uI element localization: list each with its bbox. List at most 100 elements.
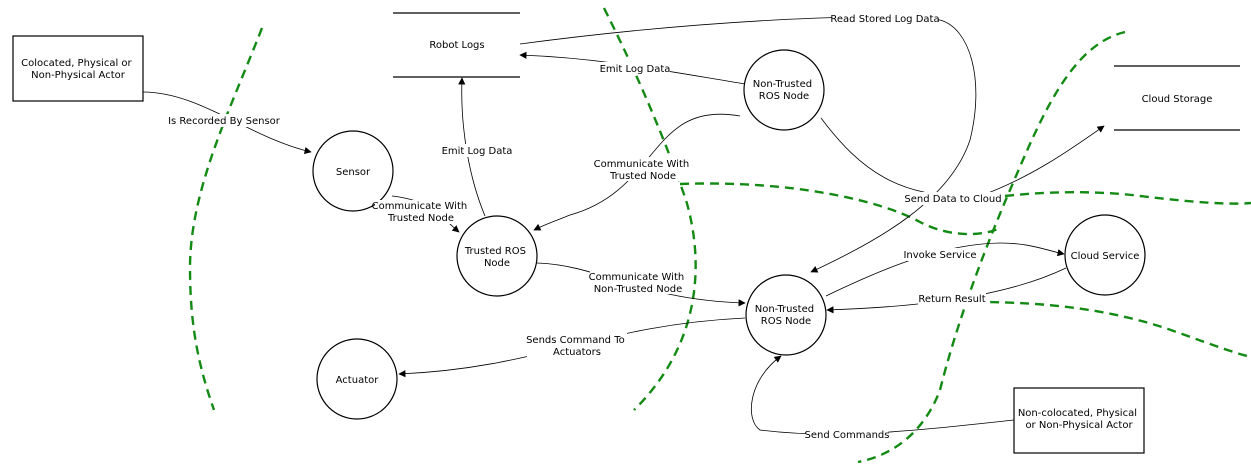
data-store-cloud-storage[interactable]: Cloud Storage [1114, 65, 1240, 131]
flow-read-stored-log-edge [519, 16, 977, 273]
process-circle [316, 338, 398, 420]
sensor-label: Sensor [336, 167, 371, 178]
label-background [918, 292, 986, 305]
flow-label-line: Invoke Service [903, 250, 976, 261]
nontrusted-top-line-2: ROS Node [759, 91, 809, 102]
trust-boundaries [188, 7, 1251, 464]
flow-label-trusted-to-nontrusted: Communicate With Non-Trusted Node [589, 270, 688, 295]
label-background [170, 114, 278, 127]
svg-text:Emit Log Data: Emit Log Data [442, 146, 513, 157]
process-circle [1064, 214, 1146, 296]
cloud-service-label: Cloud Service [1071, 251, 1140, 262]
flow-label-line: Communicate With [594, 159, 690, 170]
data-store-robot-logs[interactable]: Robot Logs [393, 12, 520, 78]
flow-label-send-commands: Send Commands [805, 428, 890, 441]
flow-label-line: Actuators [553, 347, 601, 358]
trusted-ros-node-line-2: Node [484, 258, 510, 269]
svg-text:Emit Log Data: Emit Log Data [600, 64, 671, 75]
label-background [596, 157, 690, 181]
flow-label-line: Communicate With [372, 201, 468, 212]
actor-colocated[interactable]: Colocated, Physical or Non-Physical Acto… [12, 35, 144, 102]
actor-noncolocated[interactable]: Non-colocated, Physical or Non-Physical … [1013, 387, 1145, 454]
actor-colocated-label: Colocated, Physical or Non-Physical Acto… [21, 58, 135, 81]
process-actuator[interactable]: Actuator [316, 338, 398, 420]
nontrusted-top-label: Non-Trusted ROS Node [753, 79, 816, 102]
flow-label-line: Send Data to Cloud [904, 194, 1001, 205]
label-background [806, 428, 888, 441]
svg-text:Communicate With Non-T: Communicate With Non-Trusted Node [589, 272, 688, 295]
flow-label-line: Emit Log Data [600, 64, 671, 75]
flow-label-line: Read Stored Log Data [830, 14, 939, 25]
process-sensor[interactable]: Sensor [312, 130, 394, 212]
process-trusted-ros-node[interactable]: Trusted ROS Node [456, 215, 538, 297]
flow-label-send-data-to-cloud: Send Data to Cloud [904, 192, 1002, 205]
flow-label-line: Send Commands [805, 430, 890, 441]
label-background [375, 200, 467, 224]
flow-label-line: Sends Command To [526, 335, 625, 346]
svg-text:Communicate With Trust: Communicate With Trusted Node [594, 159, 693, 182]
actor-noncolocated-label: Non-colocated, Physical or Non-Physical … [1018, 408, 1140, 431]
trusted-ros-node-line-1: Trusted ROS [464, 246, 526, 257]
robot-logs-label: Robot Logs [429, 40, 484, 51]
nontrusted-mid-line-2: ROS Node [761, 316, 811, 327]
flow-label-line: Trusted Node [387, 213, 454, 224]
trust-boundary-cloud-lower [974, 300, 1251, 359]
trusted-ros-node-label: Trusted ROS Node [464, 246, 529, 269]
svg-text:Send Commands: Send Commands [805, 430, 890, 441]
flow-label-line: Trusted Node [609, 171, 676, 182]
svg-text:Invoke Service: Invoke Service [903, 250, 976, 261]
svg-text:Sends Command To Actua: Sends Command To Actuators [526, 335, 628, 358]
trust-boundary-cloud-upper [679, 182, 1001, 236]
actor-box [1013, 387, 1145, 454]
process-circle [312, 130, 394, 212]
process-nontrusted-ros-node-mid[interactable]: Non-Trusted ROS Node [745, 274, 827, 356]
trust-boundary-middle [602, 7, 697, 411]
actor-noncolocated-line-2: or Non-Physical Actor [1025, 420, 1133, 431]
flow-label-trusted-emit-log: Emit Log Data [442, 144, 513, 157]
actuator-label: Actuator [336, 375, 380, 386]
flow-label-invoke-service: Invoke Service [903, 248, 977, 261]
label-background [527, 333, 627, 357]
actor-colocated-line-1: Colocated, Physical or [21, 58, 132, 69]
svg-text:Return Result: Return Result [918, 294, 985, 305]
process-circle [743, 49, 825, 131]
flow-label-is-recorded-by-sensor: Is Recorded By Sensor [168, 114, 281, 127]
svg-text:Communicate With Trust: Communicate With Trusted Node [372, 201, 471, 224]
nontrusted-top-line-1: Non-Trusted [753, 79, 812, 90]
flow-label-line: Is Recorded By Sensor [168, 116, 281, 127]
flow-label-nontrusted-emit-log: Emit Log Data [600, 62, 671, 75]
flow-label-line: Emit Log Data [442, 146, 513, 157]
flow-label-nontrusted-to-trusted: Communicate With Trusted Node [594, 157, 693, 182]
flow-labels: Is Recorded By Sensor Communicate With T… [168, 12, 1002, 441]
flow-label-line: Non-Trusted Node [594, 284, 683, 295]
process-circle [745, 274, 827, 356]
data-flows [142, 16, 1105, 435]
process-cloud-service[interactable]: Cloud Service [1064, 214, 1146, 296]
svg-text:Send Data to Cloud: Send Data to Cloud [904, 194, 1001, 205]
label-background [832, 12, 938, 25]
process-circle [456, 215, 538, 297]
trust-boundary-cloud-top [1004, 191, 1251, 205]
trust-boundary-right [857, 30, 1126, 464]
trust-boundary-left [188, 27, 264, 411]
nontrusted-mid-line-1: Non-Trusted [755, 304, 814, 315]
process-nontrusted-ros-node-top[interactable]: Non-Trusted ROS Node [743, 49, 825, 131]
label-background [442, 144, 512, 157]
flow-label-return-result: Return Result [918, 292, 986, 305]
label-background [600, 62, 670, 75]
actor-colocated-line-2: Non-Physical Actor [31, 70, 126, 81]
flow-label-sends-command: Sends Command To Actuators [526, 333, 628, 358]
flow-invoke-service-edge [825, 242, 1065, 297]
flow-label-sensor-to-trusted: Communicate With Trusted Node [372, 200, 471, 224]
label-background [905, 192, 1001, 205]
label-background [590, 270, 686, 294]
actor-box [12, 35, 144, 102]
svg-text:Is Recorded By Sensor: Is Recorded By Sensor [168, 116, 281, 127]
nontrusted-mid-label: Non-Trusted ROS Node [755, 304, 818, 327]
flow-nontrusted-to-trusted-edge [533, 113, 741, 231]
actor-noncolocated-line-1: Non-colocated, Physical [1018, 408, 1137, 419]
label-background [904, 248, 976, 261]
flow-send-commands-edge [751, 355, 1015, 435]
flow-label-line: Return Result [918, 294, 985, 305]
